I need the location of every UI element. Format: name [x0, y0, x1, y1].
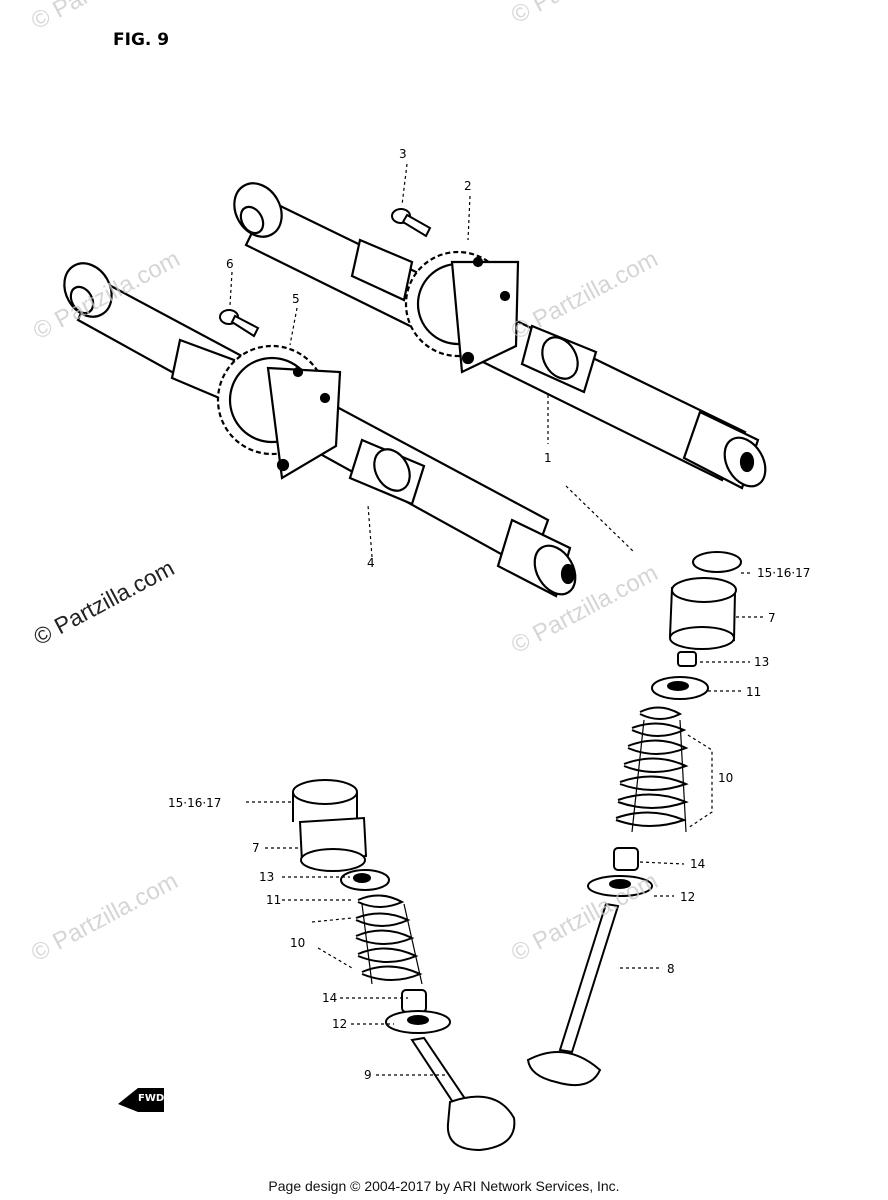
camshaft-lower — [63, 262, 577, 598]
callout-4: 4 — [367, 556, 375, 570]
callout-7-right: 7 — [768, 611, 776, 625]
footer-copyright: Page design © 2004-2017 by ARI Network S… — [268, 1178, 620, 1194]
callout-13-left: 13 — [259, 870, 275, 884]
valve-spring-right — [615, 706, 689, 833]
callout-8: 8 — [667, 962, 675, 976]
sprocket-bolt-lower — [219, 309, 260, 338]
figure-label: FIG. 9 — [113, 30, 170, 50]
callout-14-left: 14 — [322, 991, 338, 1005]
valve-assembly-right — [526, 551, 742, 1086]
callout-shim-left: 15·16·17 — [168, 796, 222, 810]
valve-assembly-left — [292, 779, 516, 1152]
callout-2: 2 — [464, 179, 472, 193]
callout-5: 5 — [292, 292, 300, 306]
callout-11-right: 11 — [746, 685, 762, 699]
callout-shim-right: 15·16·17 — [757, 566, 811, 580]
callout-14-right: 14 — [690, 857, 706, 871]
callout-12-left: 12 — [332, 1017, 348, 1031]
callout-3: 3 — [399, 147, 407, 161]
callout-12-right: 12 — [680, 890, 696, 904]
callout-10-left: 10 — [290, 936, 306, 950]
callout-1: 1 — [544, 451, 552, 465]
callout-7-left: 7 — [252, 841, 260, 855]
forward-direction-arrow — [118, 1088, 164, 1112]
callout-13-right: 13 — [754, 655, 770, 669]
callout-11-left: 11 — [266, 893, 282, 907]
valve-spring-left — [355, 894, 423, 985]
leader-lines — [229, 163, 764, 1076]
sprocket-bolt-upper — [391, 208, 432, 238]
callout-10-right: 10 — [718, 771, 734, 785]
callout-6: 6 — [226, 257, 234, 271]
camshaft-upper — [233, 182, 767, 490]
callout-9: 9 — [364, 1068, 372, 1082]
fwd-label: FWD — [138, 1093, 165, 1104]
